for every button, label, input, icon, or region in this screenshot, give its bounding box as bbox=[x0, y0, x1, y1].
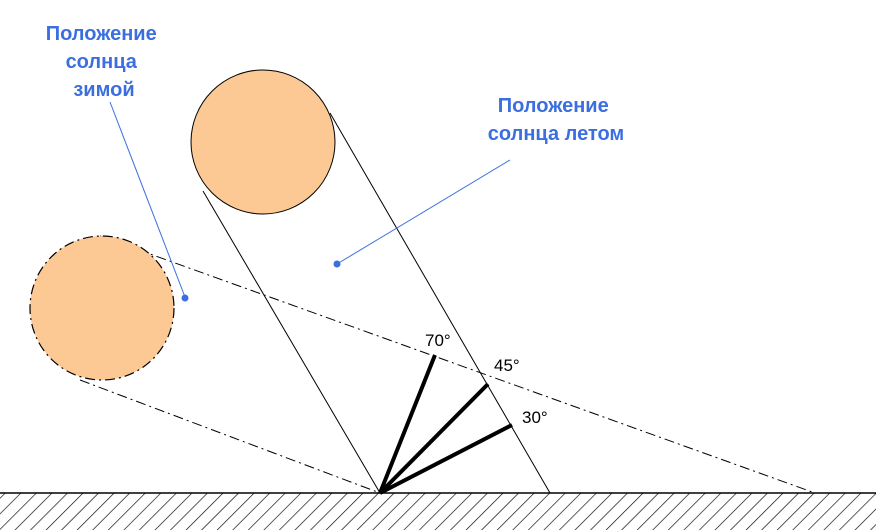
winter-label: Положение солнца зимой bbox=[46, 23, 163, 101]
ground-hatch bbox=[0, 493, 876, 530]
winter-leader-dot bbox=[181, 294, 189, 302]
summer-beam-left bbox=[202, 190, 381, 494]
ray-30 bbox=[379, 423, 513, 495]
winter-beam-top bbox=[99, 235, 816, 494]
winter-beam-bottom bbox=[79, 379, 381, 494]
winter-leader-line bbox=[109, 101, 186, 298]
summer-sun bbox=[190, 69, 336, 215]
ray-45 bbox=[378, 382, 490, 495]
summer-leader-line bbox=[336, 159, 511, 265]
summer-leader-dot bbox=[333, 260, 341, 268]
angle-label-70: 70° bbox=[425, 331, 451, 350]
angle-label-30: 30° bbox=[522, 408, 548, 427]
winter-sun bbox=[29, 235, 175, 381]
angle-label-45: 45° bbox=[494, 356, 520, 375]
summer-label: Положение солнца летом bbox=[488, 95, 624, 145]
summer-beam-right bbox=[329, 112, 551, 494]
ray-70 bbox=[378, 354, 437, 494]
